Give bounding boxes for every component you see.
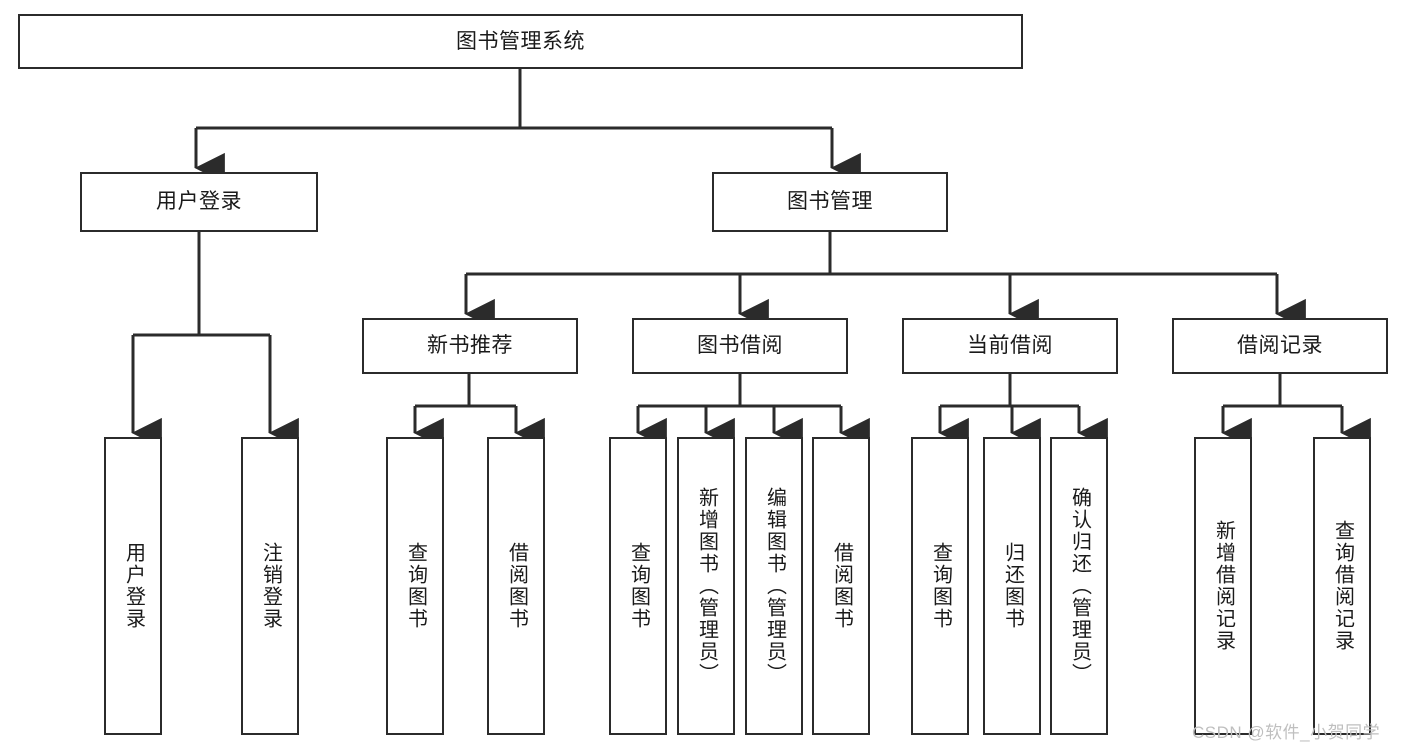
connectors-current-borrow xyxy=(938,374,1108,449)
node-root[interactable]: 图书管理系统 xyxy=(18,14,1023,69)
leaf-return-book[interactable]: 归还图书 xyxy=(983,437,1041,735)
leaf-query-record-label: 查询借阅记录 xyxy=(1331,520,1354,652)
leaf-logout[interactable]: 注销登录 xyxy=(241,437,299,735)
leaf-query-book-2-label: 查询图书 xyxy=(627,542,650,630)
connectors-new-book-recommend xyxy=(413,374,545,449)
leaf-query-record[interactable]: 查询借阅记录 xyxy=(1313,437,1371,735)
leaf-edit-book-label: 编辑图书（管理员） xyxy=(763,487,786,685)
node-user-login-label: 用户登录 xyxy=(156,190,242,214)
connectors-user-login xyxy=(131,232,272,409)
node-new-book-recommend-label: 新书推荐 xyxy=(427,334,513,358)
connectors-root xyxy=(194,69,834,146)
connectors-borrow-record xyxy=(1221,374,1371,449)
leaf-return-book-label: 归还图书 xyxy=(1001,542,1024,630)
leaf-borrow-book-2-label: 借阅图书 xyxy=(830,542,853,630)
leaf-query-book-3-label: 查询图书 xyxy=(929,542,952,630)
leaf-add-book-label: 新增图书（管理员） xyxy=(695,487,718,685)
node-book-borrow-label: 图书借阅 xyxy=(697,334,783,358)
node-root-label: 图书管理系统 xyxy=(456,29,585,53)
leaf-query-book-3[interactable]: 查询图书 xyxy=(911,437,969,735)
leaf-query-book-1[interactable]: 查询图书 xyxy=(386,437,444,735)
node-borrow-record-label: 借阅记录 xyxy=(1237,334,1323,358)
leaf-add-record-label: 新增借阅记录 xyxy=(1212,520,1235,652)
leaf-add-record[interactable]: 新增借阅记录 xyxy=(1194,437,1252,735)
node-book-borrow[interactable]: 图书借阅 xyxy=(632,318,848,374)
connectors-book-manage xyxy=(464,232,1279,292)
arrowheads-level3 xyxy=(464,292,1306,330)
node-new-book-recommend[interactable]: 新书推荐 xyxy=(362,318,578,374)
arrowheads-level2 xyxy=(194,146,861,184)
node-user-login[interactable]: 用户登录 xyxy=(80,172,318,232)
node-borrow-record[interactable]: 借阅记录 xyxy=(1172,318,1388,374)
leaf-borrow-book-1-label: 借阅图书 xyxy=(505,542,528,630)
leaf-confirm-return[interactable]: 确认归还（管理员） xyxy=(1050,437,1108,735)
leaf-logout-label: 注销登录 xyxy=(259,542,282,630)
arrowheads-user-login xyxy=(131,409,299,449)
leaf-query-book-2[interactable]: 查询图书 xyxy=(609,437,667,735)
leaf-borrow-book-1[interactable]: 借阅图书 xyxy=(487,437,545,735)
node-current-borrow-label: 当前借阅 xyxy=(967,334,1053,358)
leaf-confirm-return-label: 确认归还（管理员） xyxy=(1068,487,1091,685)
leaf-borrow-book-2[interactable]: 借阅图书 xyxy=(812,437,870,735)
connectors-book-borrow xyxy=(636,374,870,449)
leaf-edit-book[interactable]: 编辑图书（管理员） xyxy=(745,437,803,735)
leaf-query-book-1-label: 查询图书 xyxy=(404,542,427,630)
node-book-manage-label: 图书管理 xyxy=(787,190,873,214)
node-current-borrow[interactable]: 当前借阅 xyxy=(902,318,1118,374)
leaf-add-book[interactable]: 新增图书（管理员） xyxy=(677,437,735,735)
leaf-user-login-label: 用户登录 xyxy=(122,542,145,630)
leaf-user-login[interactable]: 用户登录 xyxy=(104,437,162,735)
node-book-manage[interactable]: 图书管理 xyxy=(712,172,948,232)
